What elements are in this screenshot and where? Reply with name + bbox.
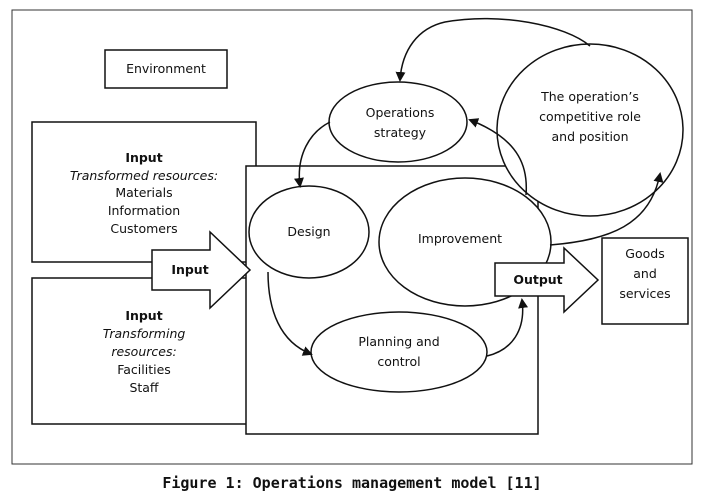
input-transformed-subheading: Transformed resources: [70,168,218,183]
arrow-competitive-to-strategy [395,17,591,82]
design-label: Design [287,224,330,239]
arrow-design-to-planning [267,271,313,356]
improvement-label: Improvement [418,231,502,246]
environment-label: Environment [126,61,206,76]
arrow-planning-to-improvement [486,298,529,357]
operations-strategy-ellipse [328,81,468,163]
goods-services-box [601,237,689,325]
output-block-arrow [494,246,600,314]
input-transforming-heading: Input [125,308,162,323]
planning-control-label: Planning and [358,334,439,349]
competitive-role-label: and position [551,129,628,144]
input-transforming-subheading: Transforming [103,326,186,341]
input-transforming-item: Facilities [117,362,171,377]
planning-control-ellipse [310,311,488,393]
design-ellipse [248,185,370,279]
input-transforming-item: Staff [129,380,158,395]
operations-management-diagram: Environment Input Transformed resources:… [11,9,693,465]
figure-caption: Figure 1: Operations management model [1… [162,474,542,492]
arrow-improvement-to-competitive [549,172,664,246]
input-transformed-item: Materials [115,185,172,200]
input-block-arrow [151,230,252,310]
competitive-role-label: competitive role [539,109,641,124]
arrow-strategy-to-design [294,121,331,188]
operations-strategy-label: strategy [374,125,427,140]
input-arrow-label: Input [171,262,208,277]
output-arrow-label: Output [513,272,562,287]
environment-box [104,49,228,89]
environment-frame [11,9,693,465]
input-transformed-item: Customers [110,221,177,236]
input-transformed-heading: Input [125,150,162,165]
planning-control-label: control [377,354,420,369]
goods-services-label: and [633,266,657,281]
goods-services-label: Goods [625,246,664,261]
arrow-competitive-loop-to-strategy [468,118,528,196]
input-transformed-box [31,121,257,263]
competitive-role-label: The operation’s [540,89,639,104]
competitive-role-ellipse [496,43,684,217]
input-transformed-item: Information [108,203,180,218]
input-transforming-subheading: resources: [111,344,176,359]
goods-services-label: services [619,286,670,301]
input-transforming-box [31,277,257,425]
operations-strategy-label: Operations [366,105,435,120]
